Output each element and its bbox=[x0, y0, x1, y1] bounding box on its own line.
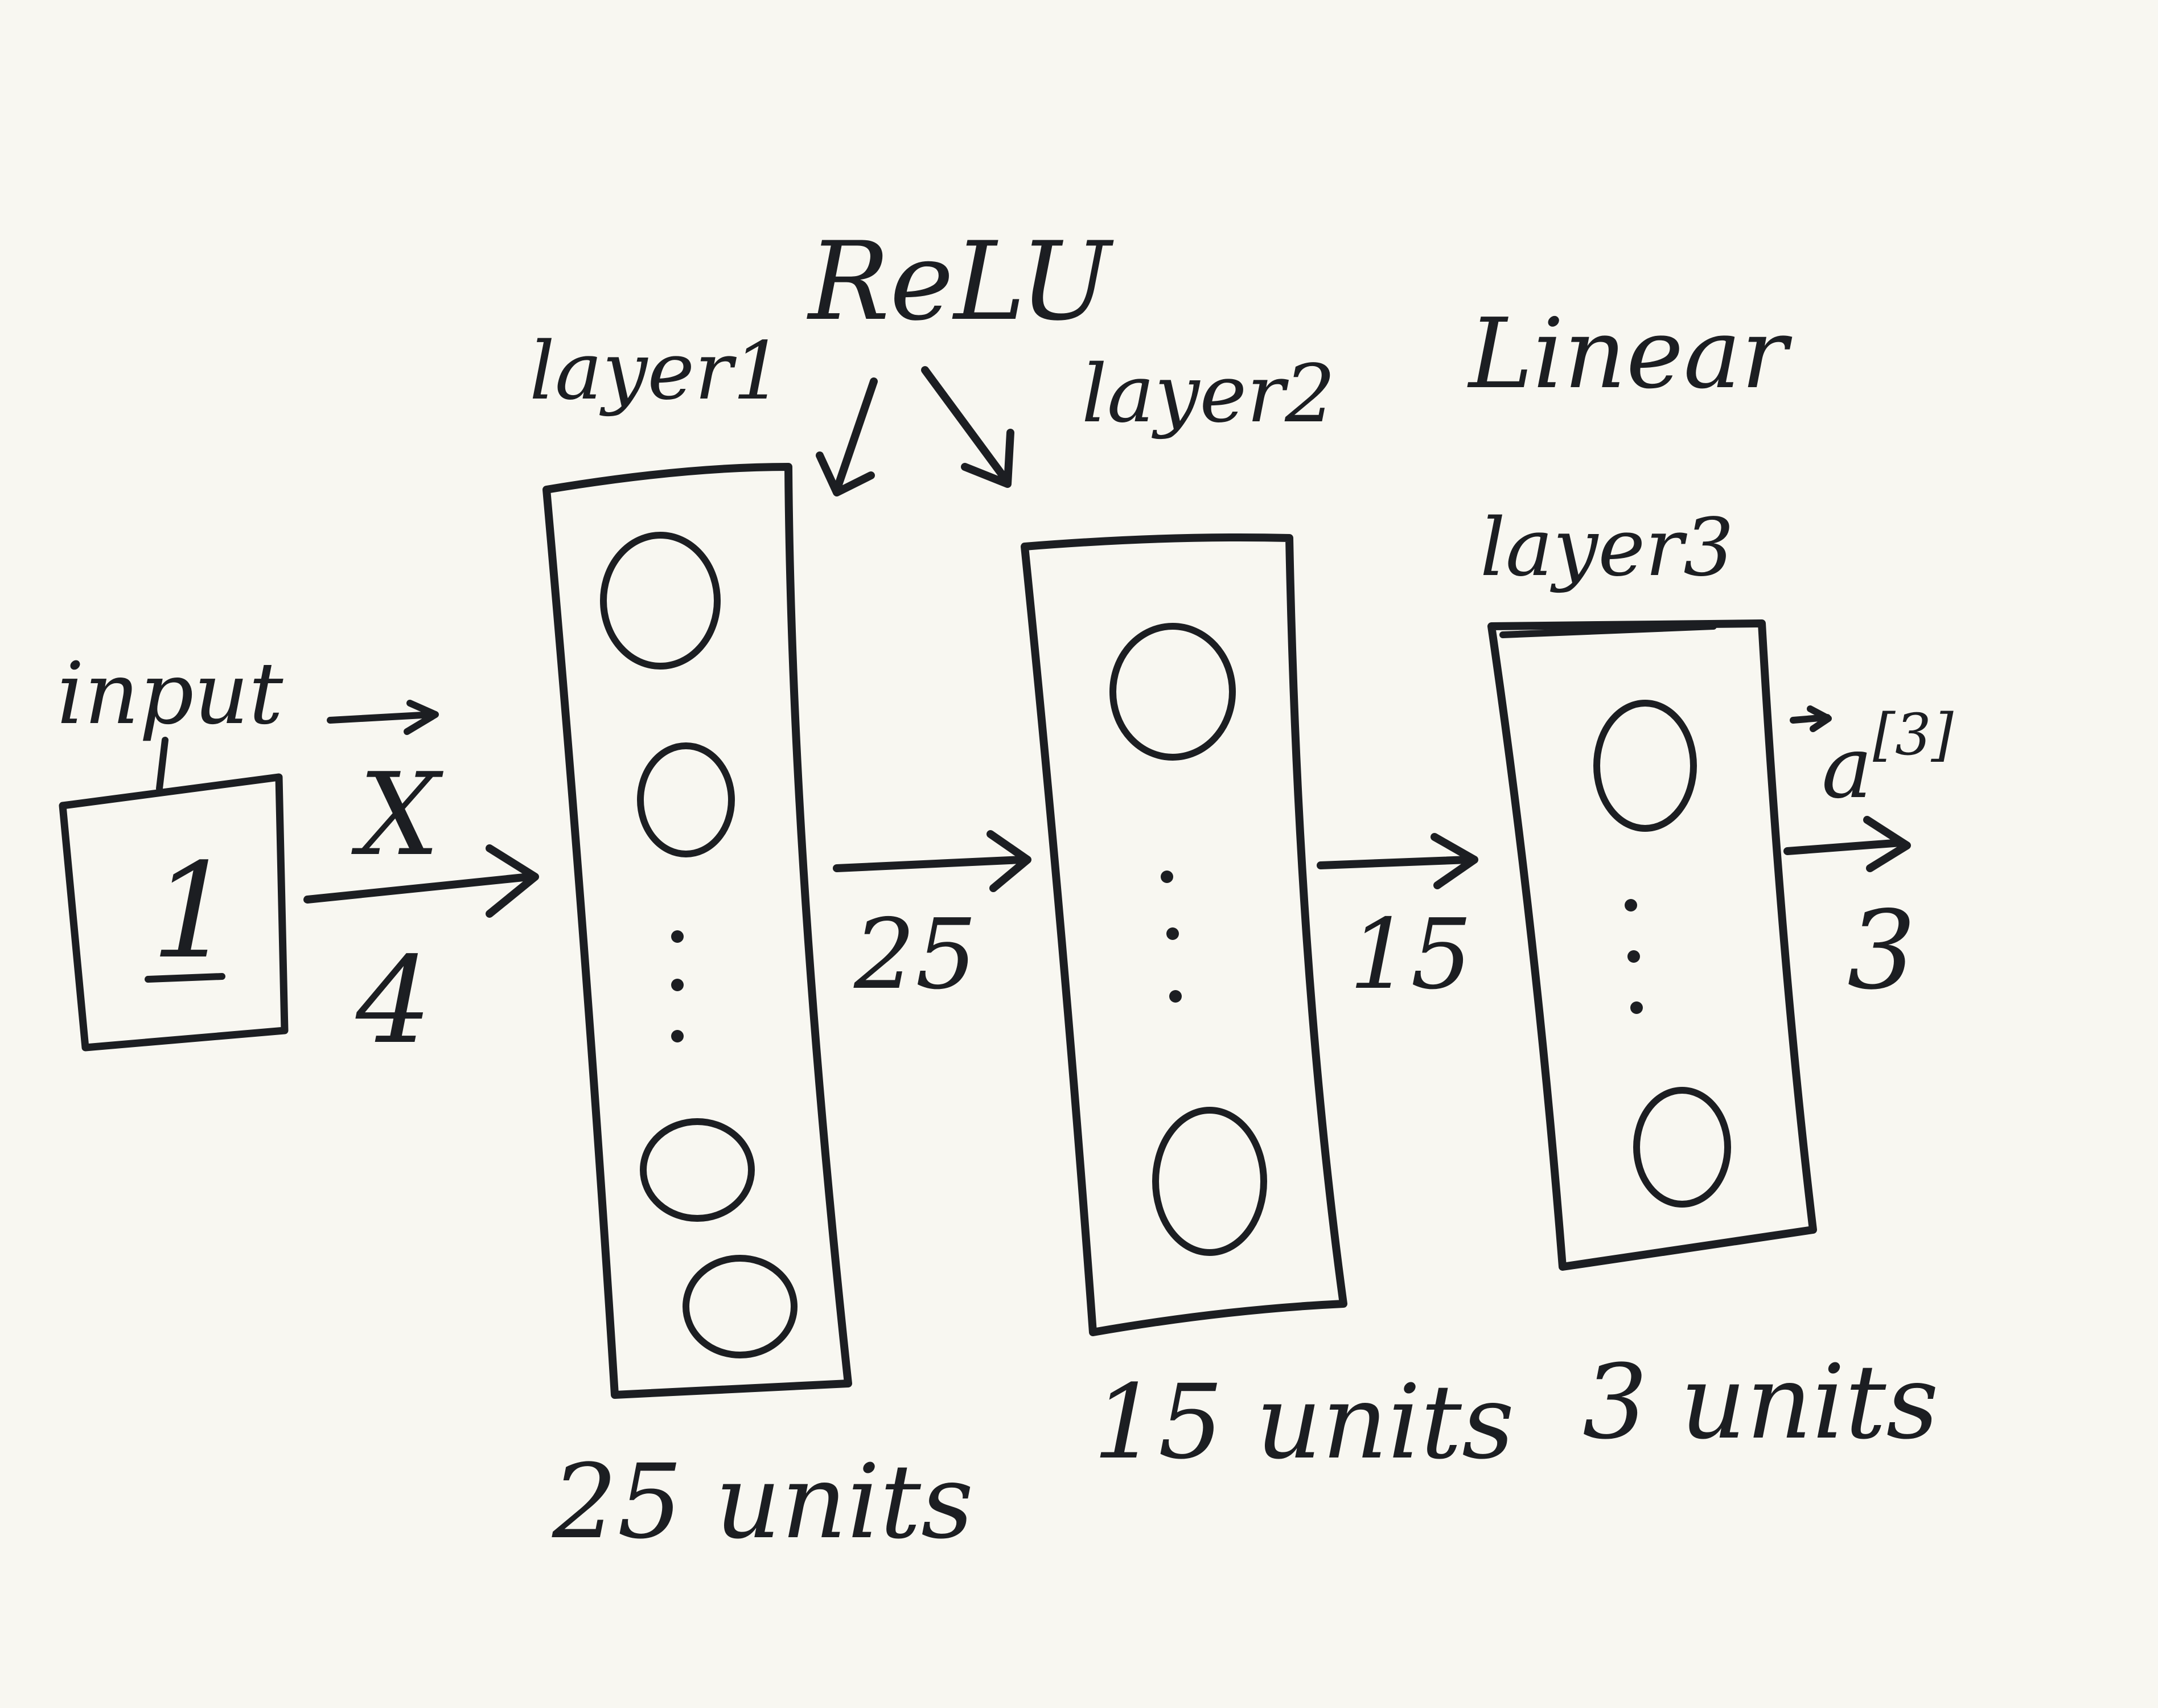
layer3-unit-last bbox=[1633, 1087, 1731, 1208]
layer2-to-layer3-arrow bbox=[1317, 833, 1478, 889]
input-to-layer1-arrow bbox=[303, 844, 539, 918]
layer2-units: 15 units bbox=[1093, 1363, 1514, 1482]
layer3-ellipsis-dot bbox=[1630, 1001, 1643, 1014]
input-value-underline bbox=[145, 973, 225, 983]
output-vector-arrow-icon bbox=[1790, 705, 1832, 732]
layer2-ellipsis-dot bbox=[1161, 871, 1173, 883]
input-label: input bbox=[57, 644, 283, 744]
relu-arrow-layer2 bbox=[921, 366, 1014, 488]
layer2-unit-first bbox=[1109, 623, 1236, 761]
layer1-ellipsis-dot bbox=[671, 979, 684, 991]
output-arrow bbox=[1783, 816, 1911, 872]
vector-arrow-icon bbox=[327, 700, 439, 735]
output-symbol: a bbox=[1822, 718, 1872, 818]
layer3-box bbox=[1487, 619, 1817, 1271]
edge-dim-layer1: 25 bbox=[853, 898, 977, 1011]
layer2-title: layer2 bbox=[1082, 348, 1335, 441]
layer1-title: layer1 bbox=[529, 325, 783, 418]
output-superscript: [3] bbox=[1873, 701, 1954, 768]
relu-arrow-layer1 bbox=[816, 377, 878, 496]
input-box bbox=[59, 773, 289, 1052]
input-label-tick bbox=[156, 737, 168, 792]
layer1-unit-penultimate bbox=[640, 1118, 755, 1222]
layer1-box bbox=[542, 463, 852, 1399]
layer1-ellipsis-dot bbox=[671, 1030, 684, 1042]
input-vector-symbol: X bbox=[351, 749, 444, 881]
layer3-unit-first bbox=[1593, 700, 1697, 832]
layer2-unit-last bbox=[1152, 1107, 1267, 1256]
layer1-unit-second bbox=[637, 742, 735, 857]
edge-dim-layer2: 15 bbox=[1349, 898, 1472, 1011]
relu-label: ReLU bbox=[807, 219, 1114, 344]
layer1-to-layer2-arrow bbox=[833, 830, 1031, 892]
layer3-units: 3 units bbox=[1582, 1343, 1939, 1462]
layer1-unit-first bbox=[600, 532, 721, 670]
layer2-ellipsis-dot bbox=[1166, 927, 1179, 940]
layer1-ellipsis-dot bbox=[671, 930, 684, 943]
layer1-units: 25 units bbox=[552, 1443, 973, 1562]
input-value: 1 bbox=[151, 836, 234, 988]
layer3-title: layer3 bbox=[1480, 502, 1734, 594]
input-dim: 4 bbox=[355, 931, 432, 1070]
layer1-unit-last bbox=[683, 1255, 798, 1358]
layer2-box bbox=[1021, 533, 1347, 1336]
layer3-ellipsis-dot bbox=[1625, 899, 1637, 912]
layer3-top-mark bbox=[1499, 623, 1717, 638]
layer2-ellipsis-dot bbox=[1169, 990, 1182, 1003]
layer3-ellipsis-dot bbox=[1627, 950, 1640, 963]
linear-label: Linear bbox=[1467, 298, 1793, 410]
output-dim: 3 bbox=[1847, 888, 1916, 1013]
